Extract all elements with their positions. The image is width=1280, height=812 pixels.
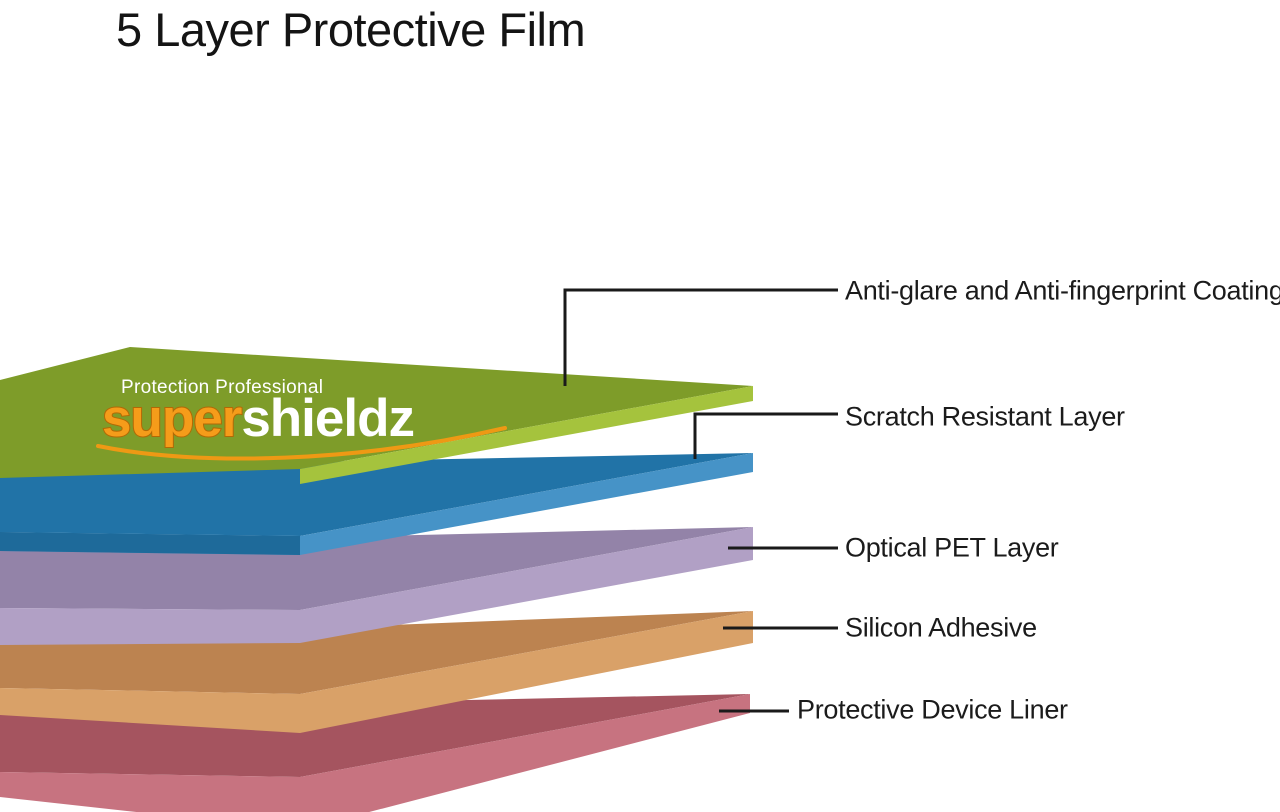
layer-scratch-top-face	[0, 453, 753, 536]
layer-label-liner: Protective Device Liner	[797, 694, 1068, 725]
layer-pet-bevel-face	[0, 527, 753, 645]
layer-adhesive-bevel-face	[0, 611, 753, 733]
layer-adhesive-top-face	[0, 611, 753, 694]
layer-scratch-left-side-face	[0, 532, 300, 555]
layer-label-adhesive: Silicon Adhesive	[845, 612, 1037, 643]
layer-liner-bevel-face	[0, 694, 750, 812]
brand-name-suffix: shieldz	[241, 389, 415, 448]
layer-label-scratch: Scratch Resistant Layer	[845, 401, 1125, 432]
connector-line-scratch	[693, 412, 838, 459]
layer-coating-bevel-face	[300, 386, 753, 484]
layer-label-pet: Optical PET Layer	[845, 532, 1059, 563]
layer-label-coating: Anti-glare and Anti-fingerprint Coating	[845, 275, 1280, 306]
logo-swoosh	[96, 426, 507, 461]
brand-tagline: Protection Professional	[121, 377, 324, 398]
page-title: 5 Layer Protective Film	[116, 3, 586, 56]
brand-name-prefix: super	[101, 389, 243, 448]
brand-name: supershieldz	[101, 389, 415, 448]
connector-line-coating	[563, 288, 838, 386]
